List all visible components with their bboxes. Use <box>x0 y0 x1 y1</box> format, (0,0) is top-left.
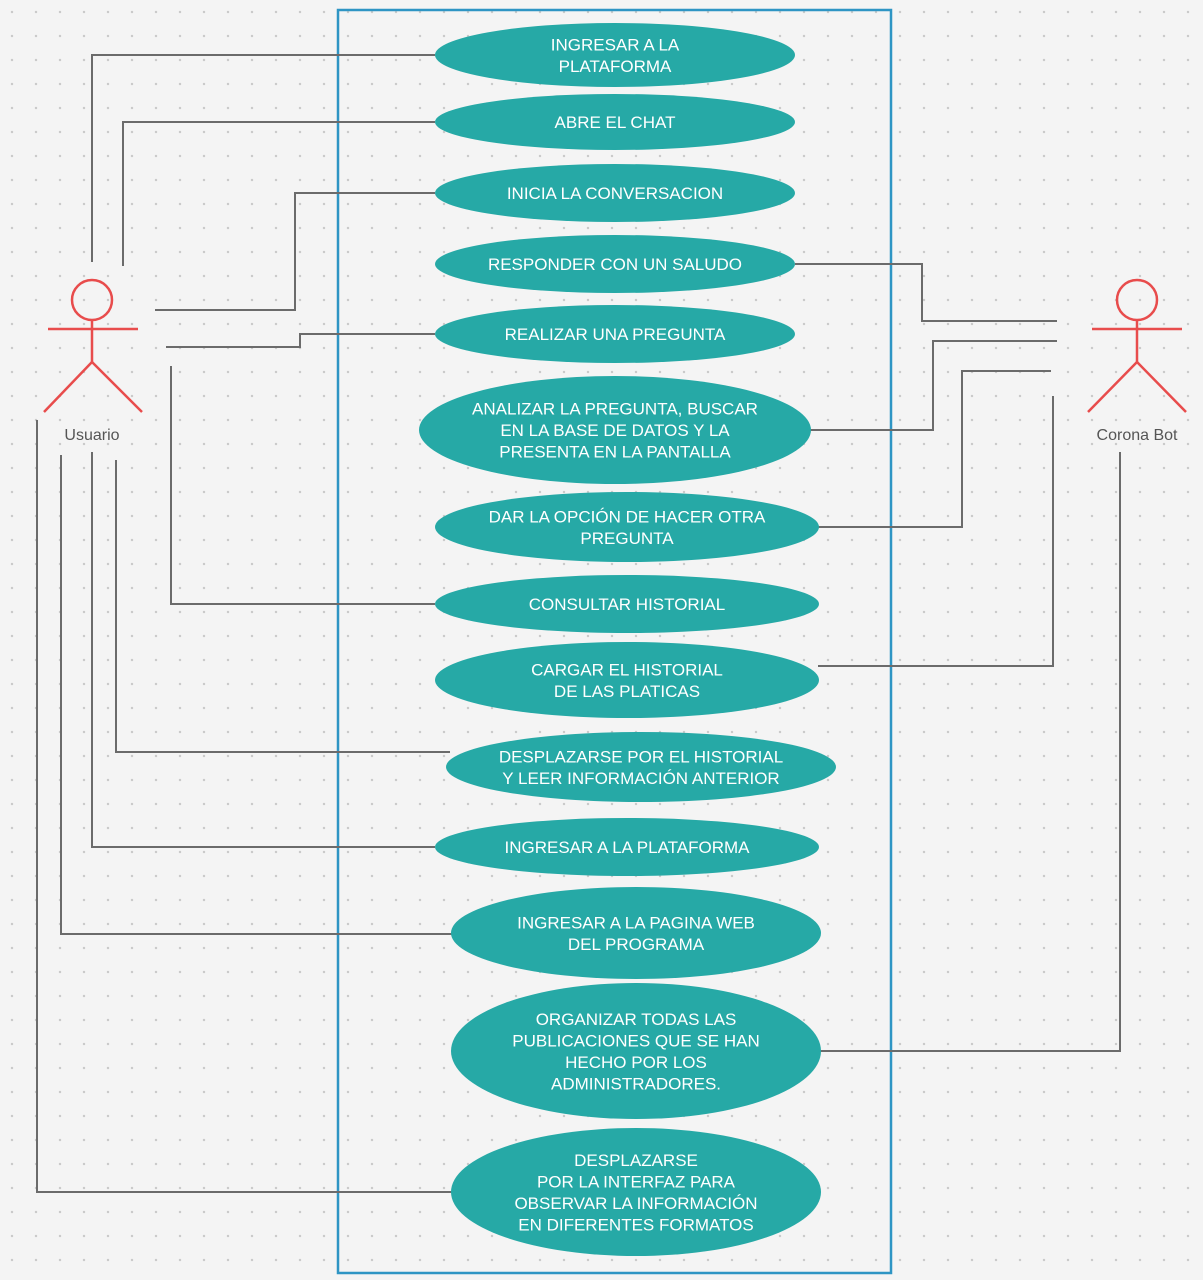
use-case-uc4: RESPONDER CON UN SALUDO <box>435 235 795 293</box>
use-case-uc11: INGRESAR A LA PLATAFORMA <box>435 818 819 876</box>
use-case-label: ADMINISTRADORES. <box>551 1074 721 1093</box>
actor-corona-bot: Corona Bot <box>1087 278 1187 444</box>
use-case-label: INGRESAR A LA PAGINA WEB <box>517 913 755 932</box>
connector-bot-uc7 <box>818 370 1051 528</box>
use-case-label: OBSERVAR LA INFORMACIÓN <box>514 1194 757 1213</box>
use-case-uc7: DAR LA OPCIÓN DE HACER OTRA PREGUNTA <box>435 492 819 562</box>
stick-figure-icon <box>1087 278 1187 413</box>
use-case-ellipse <box>435 305 795 363</box>
use-case-label: DEL PROGRAMA <box>568 935 705 954</box>
connector-user-uc12 <box>60 455 452 935</box>
use-case-uc14: DESPLAZARSE POR LA INTERFAZ PARA OBSERVAR … <box>451 1128 821 1256</box>
use-case-uc13: ORGANIZAR TODAS LAS PUBLICACIONES QUE SE … <box>451 983 821 1119</box>
use-case-label: Y LEER INFORMACIÓN ANTERIOR <box>502 769 779 788</box>
use-case-uc6: ANALIZAR LA PREGUNTA, BUSCAR EN LA BASE D… <box>419 376 811 484</box>
use-case-label: CARGAR EL HISTORIAL <box>531 660 723 679</box>
connector-bot-uc6 <box>810 340 1057 431</box>
connector-bot-uc9 <box>818 396 1054 667</box>
use-case-label: EN DIFERENTES FORMATOS <box>518 1215 754 1234</box>
use-case-ellipse <box>435 23 795 87</box>
use-case-ellipse <box>435 575 819 633</box>
connector-user-uc14 <box>36 420 452 1193</box>
use-case-label: ORGANIZAR TODAS LAS <box>536 1010 737 1029</box>
connector-user-uc11 <box>91 452 435 848</box>
actor-label-corona-bot: Corona Bot <box>1097 427 1178 444</box>
connector-user-uc1 <box>91 54 435 262</box>
use-case-uc5: REALIZAR UNA PREGUNTA <box>435 305 795 363</box>
connector-bot-uc4 <box>795 263 1057 322</box>
use-case-label: ABRE EL CHAT <box>555 113 676 132</box>
use-case-label: PLATAFORMA <box>559 57 672 76</box>
system-boundary <box>336 8 893 1275</box>
use-case-uc1: INGRESAR A LA PLATAFORMA <box>435 23 795 87</box>
use-case-label: POR LA INTERFAZ PARA <box>537 1172 736 1191</box>
connector-user-uc8 <box>170 366 435 605</box>
use-case-label: CONSULTAR HISTORIAL <box>529 595 725 614</box>
use-case-ellipse <box>451 1128 821 1256</box>
use-case-label: PUBLICACIONES QUE SE HAN <box>512 1031 760 1050</box>
use-case-label: ANALIZAR LA PREGUNTA, BUSCAR <box>472 400 758 419</box>
use-case-label: INGRESAR A LA PLATAFORMA <box>505 838 751 857</box>
user-connectors <box>36 54 452 1193</box>
use-case-label: INICIA LA CONVERSACION <box>507 184 723 203</box>
use-case-ellipse <box>446 732 836 802</box>
connector-user-uc2 <box>122 121 435 266</box>
use-case-uc8: CONSULTAR HISTORIAL <box>435 575 819 633</box>
use-case-label: DESPLAZARSE POR EL HISTORIAL <box>499 747 783 766</box>
use-case-label: INGRESAR A LA <box>551 35 680 54</box>
actor-label-usuario: Usuario <box>64 427 119 444</box>
use-case-label: HECHO POR LOS <box>565 1053 707 1072</box>
use-case-label: DESPLAZARSE <box>574 1151 698 1170</box>
use-case-label: RESPONDER CON UN SALUDO <box>488 255 742 274</box>
use-case-ellipse <box>435 164 795 222</box>
use-case-ellipse <box>435 235 795 293</box>
connector-bot-uc13 <box>820 452 1121 1052</box>
use-case-label: DAR LA OPCIÓN DE HACER OTRA <box>489 507 766 526</box>
use-case-uc10: DESPLAZARSE POR EL HISTORIAL Y LEER INFOR… <box>446 732 836 802</box>
bot-connectors <box>795 263 1121 1052</box>
use-case-ellipse <box>435 492 819 562</box>
connector-user-uc5 <box>166 333 435 348</box>
use-case-ellipse <box>451 983 821 1119</box>
use-case-ellipse <box>435 818 819 876</box>
stick-figure-icon <box>43 278 143 413</box>
use-case-label: PRESENTA EN LA PANTALLA <box>499 443 731 462</box>
connector-user-uc3 <box>155 192 435 311</box>
use-case-uc3: INICIA LA CONVERSACION <box>435 164 795 222</box>
use-case-label: EN LA BASE DE DATOS Y LA <box>500 421 730 440</box>
use-case-ellipse <box>451 887 821 979</box>
use-case-label: REALIZAR UNA PREGUNTA <box>505 325 726 344</box>
use-case-group: INGRESAR A LA PLATAFORMA ABRE EL CHAT INICI… <box>419 23 836 1256</box>
use-case-ellipse <box>435 94 795 150</box>
actor-usuario: Usuario <box>43 278 143 444</box>
use-case-uc12: INGRESAR A LA PAGINA WEB DEL PROGRAMA <box>451 887 821 979</box>
connector-user-uc10 <box>115 460 450 753</box>
use-case-label: PREGUNTA <box>580 529 674 548</box>
use-case-uc9: CARGAR EL HISTORIAL DE LAS PLATICAS <box>435 642 819 718</box>
use-case-uc2: ABRE EL CHAT <box>435 94 795 150</box>
use-case-ellipse <box>435 642 819 718</box>
use-case-label: DE LAS PLATICAS <box>554 682 700 701</box>
use-case-ellipse <box>419 376 811 484</box>
